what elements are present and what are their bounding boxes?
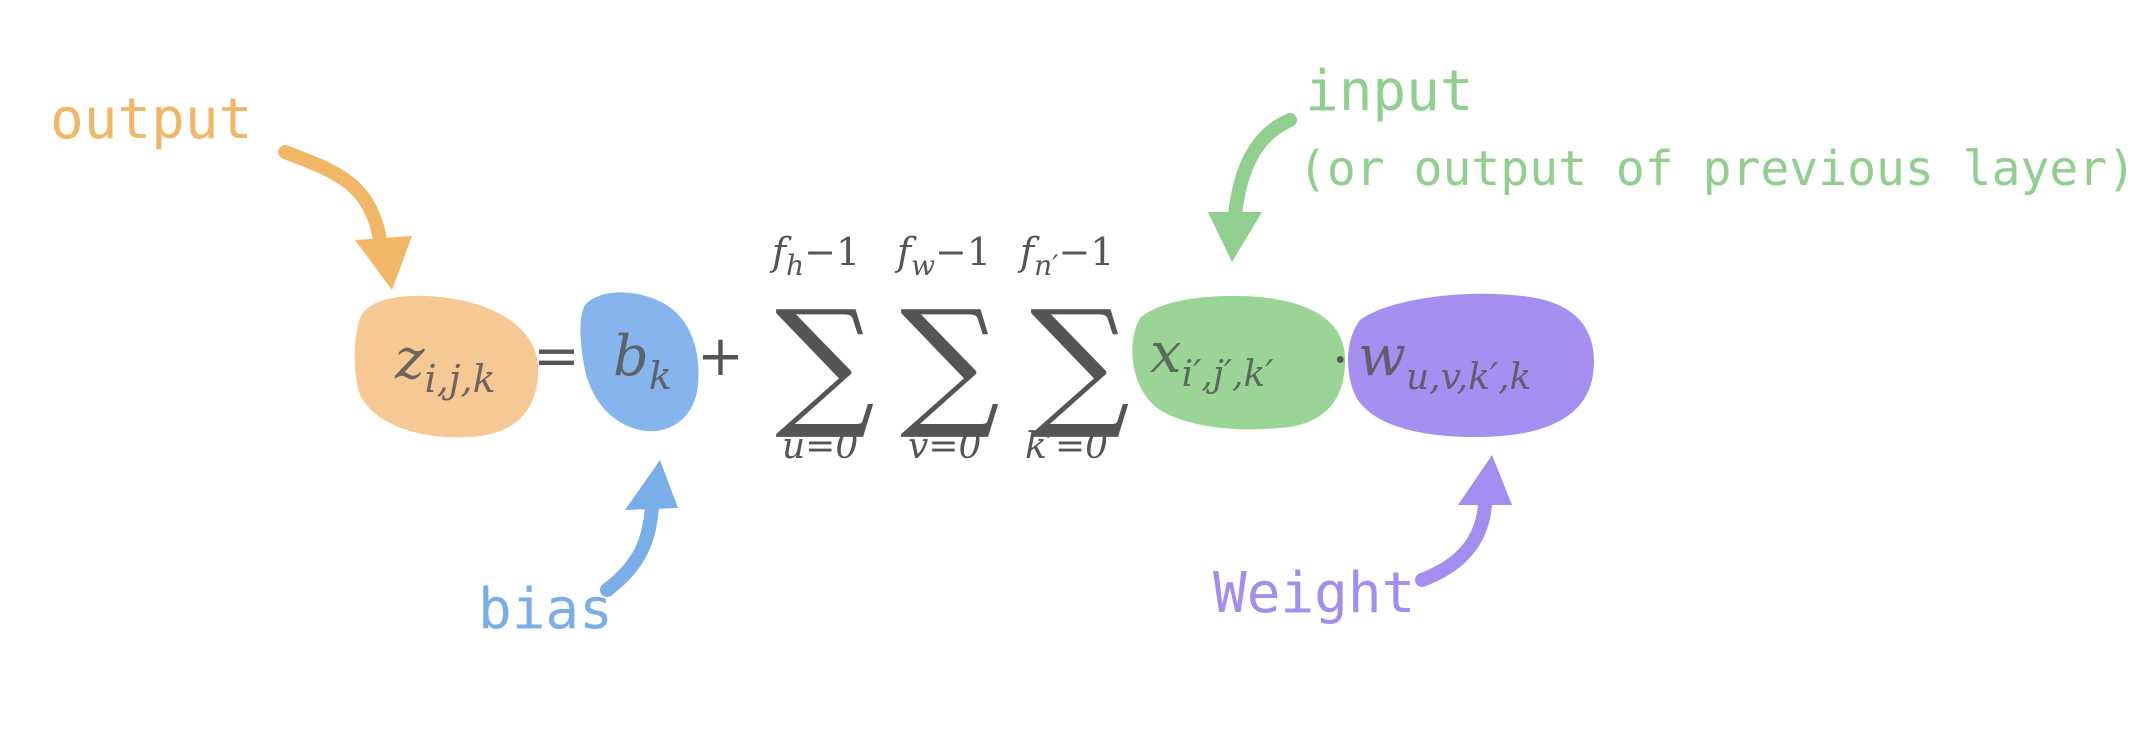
input-arrow (1228, 113, 1297, 222)
input-variable: xi′,j′,k′ (1150, 321, 1274, 395)
output-arrow (278, 145, 387, 247)
sum-upper-limit-fn: fn′−1 (1017, 230, 1115, 282)
summation-symbol-u: ∑ (775, 281, 875, 444)
weight-label: Weight (1213, 561, 1415, 626)
bias-highlight-blob (580, 292, 699, 432)
sum-upper-limit-fw: fw−1 (894, 230, 991, 282)
bias-label: bias (478, 577, 613, 642)
input-highlight-blob (1132, 295, 1345, 430)
equals-sign: = (533, 324, 580, 389)
plus-sign: + (697, 324, 744, 389)
output-highlight-blob (354, 295, 539, 438)
sum-upper-limit-fh: fh−1 (769, 230, 860, 282)
output-arrowhead-icon (355, 236, 412, 290)
weight-arrow (1415, 498, 1492, 587)
output-label: output (50, 87, 252, 152)
weight-highlight-blob (1348, 293, 1595, 438)
bias-arrowhead-icon (625, 460, 678, 510)
sum-lower-limit-u: u=0 (782, 426, 858, 467)
summation-symbol-k: ∑ (1030, 281, 1130, 444)
bias-arrow (600, 498, 659, 597)
multiply-dot: · (1332, 331, 1349, 391)
input-arrowhead-icon (1208, 212, 1262, 262)
summation-symbol-v: ∑ (900, 281, 1000, 444)
input-note: (or output of previous layer) (1298, 141, 2134, 197)
weight-arrowhead-icon (1458, 455, 1512, 505)
input-label: input (1305, 59, 1474, 124)
sum-lower-limit-k: k′=0 (1025, 426, 1108, 467)
sum-lower-limit-v: v=0 (908, 426, 981, 467)
z-variable: zi,j,k (394, 327, 496, 401)
weight-variable: wu,v,k′,k (1358, 324, 1531, 398)
bias-variable: bk (613, 324, 672, 398)
